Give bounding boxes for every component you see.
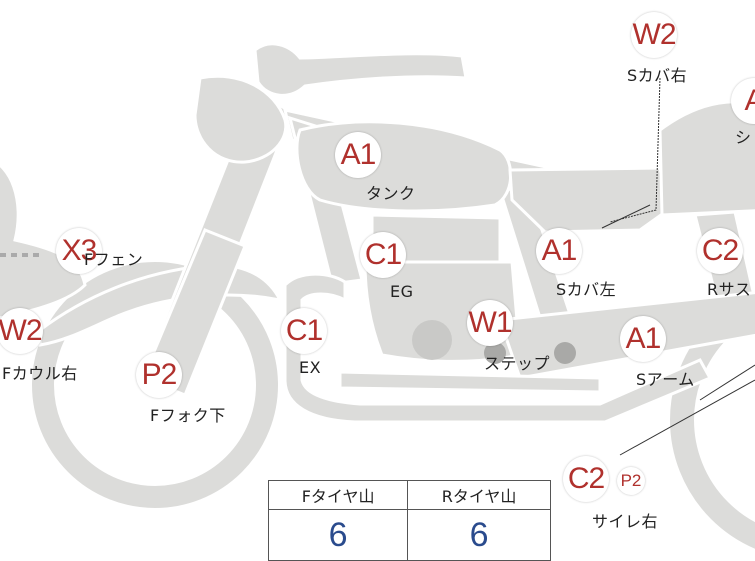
label-rear-suspension: Rサス xyxy=(707,280,752,299)
badge-c1-exhaust: C1 xyxy=(281,308,327,354)
value-front-tire: 6 xyxy=(267,509,409,561)
badge-a1-tank: A1 xyxy=(335,132,381,178)
step-peg-right xyxy=(554,342,576,364)
badge-a1-swing-arm: A1 xyxy=(620,316,666,362)
label-side-cover-left: Sカバ左 xyxy=(556,280,617,299)
handlebar-shape xyxy=(253,42,468,97)
label-exhaust: EX xyxy=(299,358,322,377)
badge-p2-extra: P2 xyxy=(617,467,645,495)
exhaust-pipe-upper xyxy=(283,272,713,424)
label-engine: EG xyxy=(390,282,414,301)
badge-c2-muffler-right: C2 xyxy=(563,456,609,502)
header-front-tire: Fタイヤ山 xyxy=(267,480,409,510)
leader-side-cover-right xyxy=(609,77,661,223)
label-front-fork-lower: Fフォク下 xyxy=(150,406,226,425)
label-swing-arm: Sアーム xyxy=(636,370,695,389)
leader-swing-arm xyxy=(699,364,755,401)
label-muffler-right: サイレ右 xyxy=(592,512,659,531)
exhaust-pipe-lower xyxy=(338,370,602,394)
badge-c2-rear-suspension: C2 xyxy=(697,228,743,274)
badge-w2-side-cover-right: W2 xyxy=(631,12,677,58)
leader-muffler xyxy=(619,379,755,456)
side-cover-shape xyxy=(508,166,670,234)
badge-p2-front-fork-lower: P2 xyxy=(136,352,182,398)
step-peg-left xyxy=(484,342,506,364)
badge-w2-front-cowl-right: W2 xyxy=(0,308,43,354)
label-seat: シ xyxy=(735,128,752,147)
value-rear-tire: 6 xyxy=(407,509,551,561)
headlight-shape xyxy=(193,74,288,164)
header-rear-tire: Rタイヤ山 xyxy=(407,480,551,510)
label-tank: タンク xyxy=(366,184,416,203)
badge-x3-front-fender: X3 xyxy=(56,228,102,274)
badge-w1-step: W1 xyxy=(467,300,513,346)
front-wheel xyxy=(32,262,278,508)
engine-cover-circle xyxy=(412,320,452,360)
label-front-fender: Fフェン xyxy=(84,250,144,269)
label-side-cover-right: Sカバ右 xyxy=(627,66,688,85)
badge-a1-side-cover-left: A1 xyxy=(536,228,582,274)
label-front-cowl-right: Fカウル右 xyxy=(2,364,78,383)
label-step: ステップ xyxy=(484,354,551,373)
badge-c1-engine: C1 xyxy=(360,232,406,278)
leader-side-cover-right-2 xyxy=(601,204,651,229)
tire-tread-table: Fタイヤ山 Rタイヤ山 6 6 xyxy=(267,480,551,561)
